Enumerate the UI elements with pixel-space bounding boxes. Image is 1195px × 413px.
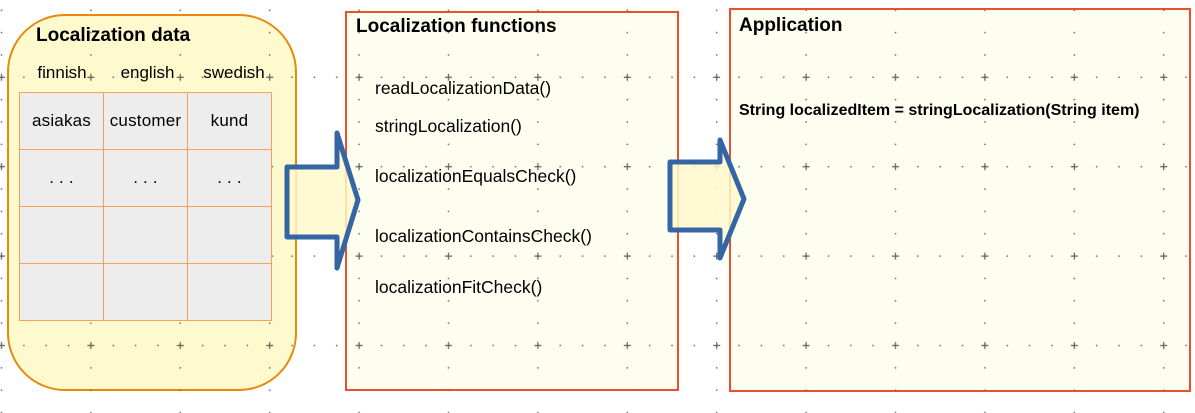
function-localization-contains-check: localizationContainsCheck() (375, 226, 592, 246)
table-cell: kund (187, 92, 272, 150)
table-cell: asiakas (19, 92, 104, 150)
function-localization-equals-check: localizationEqualsCheck() (375, 166, 577, 186)
table-cell: . . . (103, 149, 188, 207)
table-cell: customer (103, 92, 188, 150)
localization-table: asiakas customer kund . . . . . . . . . (19, 92, 272, 321)
function-read-localization-data: readLocalizationData() (375, 78, 552, 98)
application-code-line: String localizedItem = stringLocalizatio… (739, 102, 1140, 119)
table-cell (187, 206, 272, 264)
table-row: asiakas customer kund (19, 92, 272, 150)
localization-functions-panel (345, 11, 679, 391)
application-panel (729, 8, 1191, 392)
table-column-headers: finnish english swedish (19, 63, 278, 83)
table-row (19, 206, 272, 264)
function-string-localization: stringLocalization() (375, 116, 522, 136)
table-cell (103, 263, 188, 321)
table-cell (187, 263, 272, 321)
column-header-english: english (120, 63, 175, 82)
function-localization-fit-check: localizationFitCheck() (375, 277, 543, 297)
left-panel-title: Localization data (36, 25, 191, 46)
right-panel-title: Application (739, 15, 843, 36)
table-row: . . . . . . . . . (19, 149, 272, 207)
column-header-finnish: finnish (37, 63, 87, 82)
table-cell: . . . (19, 149, 104, 207)
table-cell (19, 263, 104, 321)
table-cell: . . . (187, 149, 272, 207)
table-cell (103, 206, 188, 264)
table-row (19, 263, 272, 321)
column-header-swedish: swedish (203, 63, 265, 82)
middle-panel-title: Localization functions (356, 16, 557, 37)
table-cell (19, 206, 104, 264)
